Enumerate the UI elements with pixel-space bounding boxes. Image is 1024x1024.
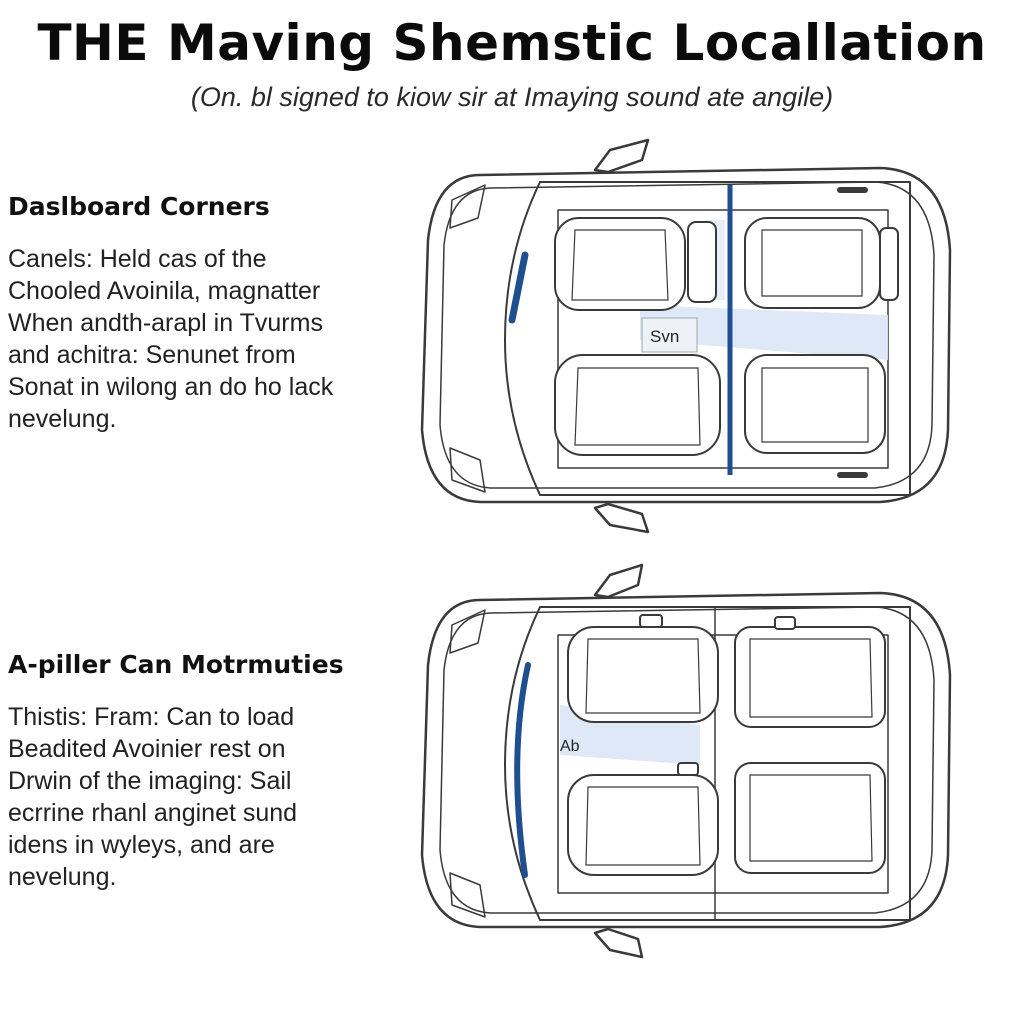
section-body: Canels: Held cas of the Chooled Avoinila… — [8, 243, 428, 435]
seat-rear-left — [554, 354, 721, 456]
seat-rear-right — [744, 354, 886, 454]
dashboard-accent — [508, 251, 529, 324]
section-heading: A-piller Can Motrmuties — [8, 650, 344, 679]
section-heading: Daslboard Corners — [8, 192, 270, 221]
body-line: nevelung. — [8, 863, 117, 891]
body-line: idens in wyleys, and are — [8, 831, 275, 859]
body-line: Beadited Avoinier rest on — [8, 735, 286, 763]
mirror-icon — [593, 502, 650, 534]
body-line: nevelung. — [8, 405, 117, 433]
headlight-icon — [449, 447, 486, 493]
mirror-icon — [593, 927, 644, 959]
page-title: THE Maving Shemstic Locallation — [37, 14, 987, 72]
body-line: Thistis: Fram: Can to load — [8, 703, 295, 731]
car-body-inner — [439, 181, 935, 489]
car-zone-label: Svn — [650, 327, 679, 346]
body-line: and achitra: Senunet from — [8, 341, 296, 369]
body-line: Canels: Held cas of the — [8, 245, 267, 273]
seat-rear-right — [734, 762, 886, 874]
seat-front-right — [734, 616, 886, 728]
car-zone-label: Ab — [560, 738, 580, 755]
section-body: Thistis: Fram: Can to load Beadited Avoi… — [8, 701, 428, 893]
car-top-view-diagram: Svn — [420, 138, 952, 534]
headlight-icon — [449, 609, 486, 654]
seat-rear-left — [567, 762, 719, 876]
body-line: Drwin of the imaging: Sail — [8, 767, 292, 795]
mirror-icon — [593, 138, 650, 174]
section-a-pillar: A-piller Can Motrmuties Thistis: Fram: C… — [8, 650, 428, 893]
car-top-view-diagram: Ab — [420, 563, 952, 959]
cabin-outline — [504, 181, 911, 496]
car-body-outline — [420, 591, 952, 929]
body-line: Chooled Avoinila, magnatter — [8, 277, 321, 305]
body-line: When andth-arapl in Tvurms — [8, 309, 323, 337]
cabin-outline — [504, 606, 911, 921]
seat-front-left — [554, 217, 717, 311]
car-body-outline — [420, 166, 952, 504]
car-body-inner — [439, 606, 935, 914]
seat-front-right — [744, 217, 899, 309]
page-subtitle: (On. bl signed to kiow sir at Imaying so… — [190, 82, 834, 112]
mirror-icon — [593, 563, 644, 599]
sound-zone-highlight — [640, 305, 888, 360]
a-pillar-accent — [514, 662, 531, 878]
section-dashboard-corners: Daslboard Corners Canels: Held cas of th… — [8, 192, 428, 435]
headlight-icon — [449, 184, 486, 229]
headlight-icon — [449, 872, 486, 918]
seat-front-left — [567, 614, 719, 723]
body-line: ecrrine rhanl anginet sund — [8, 799, 298, 827]
body-line: Sonat in wilong an do ho lack — [8, 373, 334, 401]
